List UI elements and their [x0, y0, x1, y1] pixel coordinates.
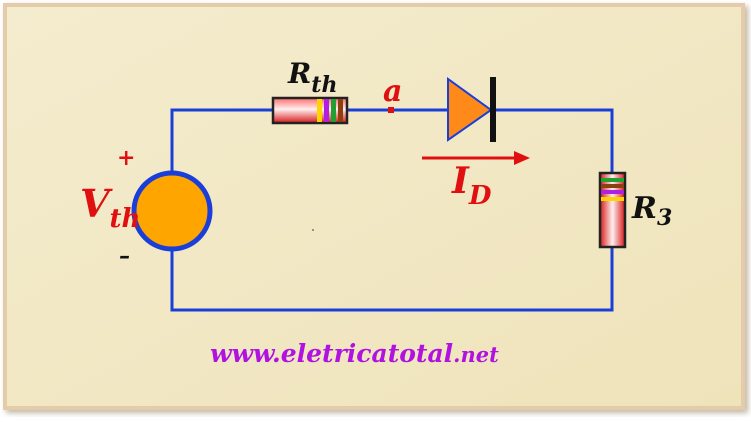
footer-url: www.eletricatotal.net — [210, 339, 499, 368]
label-id: ID — [451, 160, 492, 211]
resistor-r3 — [598, 171, 627, 249]
label-vth: Vth — [80, 181, 140, 234]
label-rth: Rth — [287, 57, 337, 98]
label-plus: + — [117, 145, 135, 171]
wire-left-top — [170, 108, 272, 173]
current-arrow — [422, 151, 530, 165]
node-a-dot — [388, 107, 394, 113]
wire-diode-to-r3 — [491, 108, 614, 173]
center-dot — [312, 229, 314, 231]
resistor-rth — [271, 96, 349, 125]
diode — [447, 77, 496, 142]
circuit-wires — [170, 108, 614, 312]
label-node-a: a — [383, 74, 402, 109]
label-r3: R3 — [631, 191, 672, 231]
wire-bottom — [170, 247, 614, 312]
label-minus: – — [119, 243, 130, 269]
voltage-source — [131, 170, 213, 252]
